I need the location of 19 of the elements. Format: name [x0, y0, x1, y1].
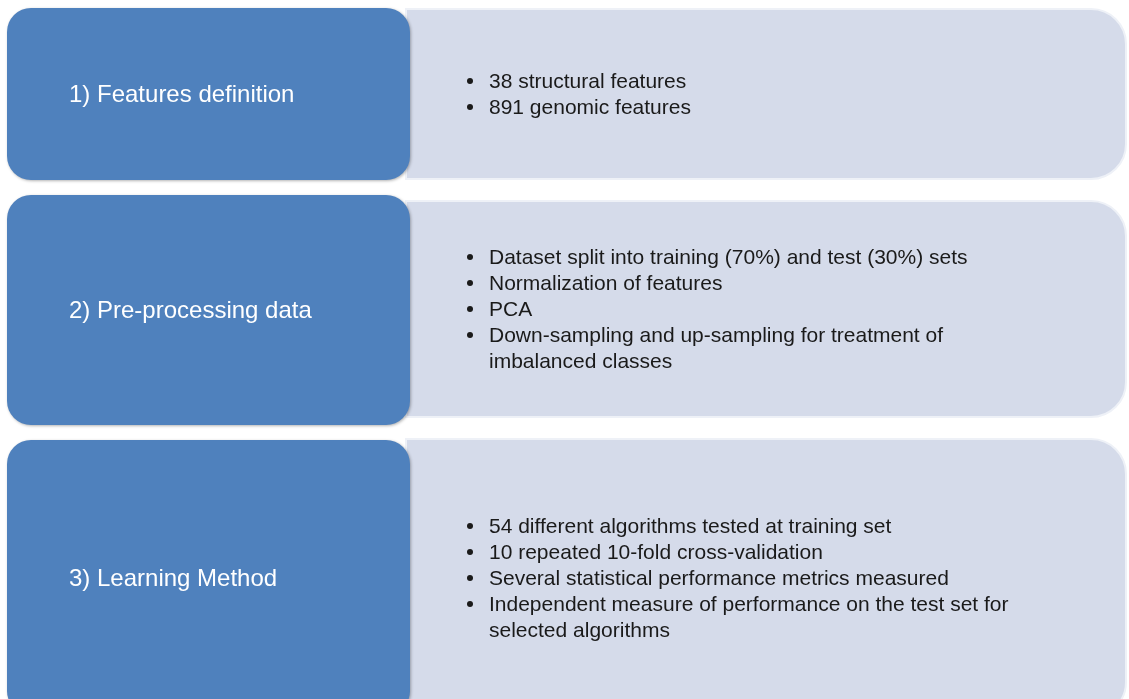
details-panel	[405, 200, 1127, 418]
bullet-item: Dataset split into training (70%) and test (30%) sets	[489, 244, 968, 270]
step-title: 2) Pre-processing data	[69, 295, 312, 325]
bullet-item: 38 structural features	[489, 68, 687, 94]
step-title: 1) Features definition	[69, 79, 295, 109]
bullet-item: 891 genomic features	[489, 94, 691, 120]
step-box	[7, 440, 410, 699]
step-box	[7, 195, 410, 425]
bullet-item: Down-sampling and up-sampling for treatment of imbalanced classes	[489, 322, 945, 374]
details-panel	[405, 8, 1127, 180]
bullet-item: PCA	[489, 296, 533, 322]
bullet-item: Independent measure of performance on the test set for selected algorithms	[489, 591, 1010, 643]
bullet-item: Several statistical performance metrics measured	[489, 565, 949, 591]
details-panel	[405, 438, 1127, 699]
step-title: 3) Learning Method	[69, 562, 278, 593]
bullet-item: Normalization of features	[489, 270, 723, 296]
bullet-item: 10 repeated 10-fold cross-validation	[489, 539, 823, 565]
step-box	[7, 8, 410, 180]
bullet-item: 54 different algorithms tested at training set	[489, 513, 892, 539]
